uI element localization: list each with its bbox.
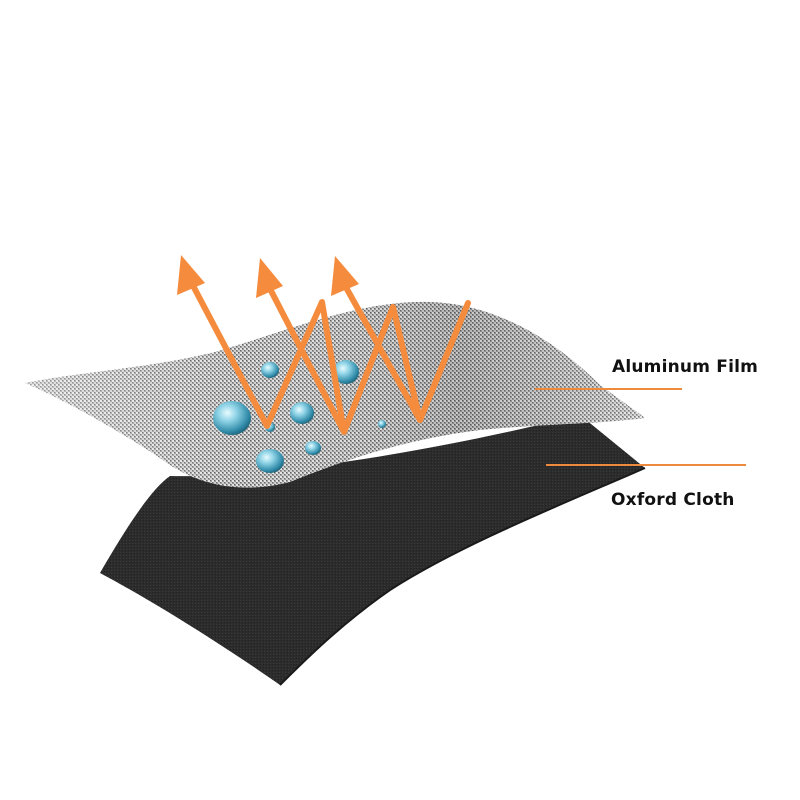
water-drop-icon [213,401,251,435]
oxford-cloth-edge [279,467,646,686]
reflection-arrows [187,277,471,435]
water-drop-icon [378,420,386,428]
arrow-shaft-center [340,279,423,423]
water-drop-icon [305,441,321,455]
oxford-cloth-label: Oxford Cloth [611,490,735,510]
arrow-up-icon [331,256,359,296]
water-drops [213,360,386,473]
arrow-up-icon [256,258,283,298]
arrow-heads [177,255,359,298]
water-drop-icon [261,362,279,378]
arrow-up-icon [177,255,205,295]
water-drop-icon [290,402,314,424]
aluminum-film-label: Aluminum Film [612,357,759,377]
arrow-shaft-right [264,280,347,435]
water-drop-icon [333,360,359,384]
water-drop-icon [256,449,284,473]
